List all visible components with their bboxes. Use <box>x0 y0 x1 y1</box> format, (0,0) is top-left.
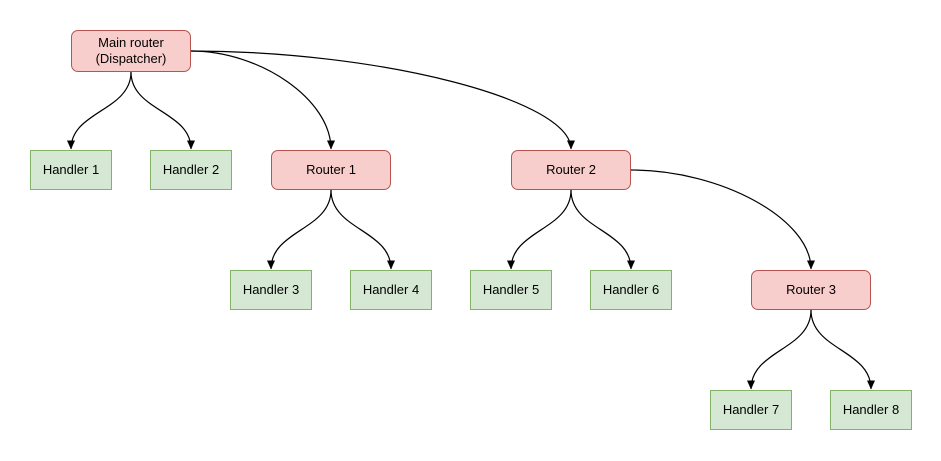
node-handler-8: Handler 8 <box>830 390 912 430</box>
edge-router-3-to-handler-7 <box>747 309 812 390</box>
node-handler-2-label: Handler 2 <box>162 161 220 177</box>
edge-router-2-to-handler-6 <box>570 189 635 270</box>
edge-router-2-to-handler-5 <box>507 189 572 270</box>
node-handler-4: Handler 4 <box>350 270 432 310</box>
edge-router-1-to-handler-4 <box>330 189 395 270</box>
node-handler-6-label: Handler 6 <box>602 281 660 297</box>
edge-router-3-to-handler-8 <box>810 309 875 390</box>
node-handler-1: Handler 1 <box>30 150 112 190</box>
node-router-1-label: Router 1 <box>306 161 356 177</box>
node-handler-3-label: Handler 3 <box>242 281 300 297</box>
node-handler-4-label: Handler 4 <box>362 281 420 297</box>
edge-main-router-to-router-1 <box>190 50 335 150</box>
node-handler-5-label: Handler 5 <box>482 281 540 297</box>
edge-router-1-to-handler-3 <box>267 189 332 270</box>
node-handler-3: Handler 3 <box>230 270 312 310</box>
node-handler-7-label: Handler 7 <box>722 401 780 417</box>
node-handler-6: Handler 6 <box>590 270 672 310</box>
node-router-2: Router 2 <box>511 150 631 190</box>
edge-router-2-to-router-3 <box>630 169 815 270</box>
edge-main-router-to-router-2 <box>190 50 575 150</box>
node-main-router-label: Main router (Dispatcher) <box>95 34 167 66</box>
node-router-1: Router 1 <box>271 150 391 190</box>
node-router-3-label: Router 3 <box>786 281 836 297</box>
edge-main-router-to-handler-2 <box>130 71 195 150</box>
node-handler-1-label: Handler 1 <box>42 161 100 177</box>
node-handler-2: Handler 2 <box>150 150 232 190</box>
node-router-3: Router 3 <box>751 270 871 310</box>
node-handler-7: Handler 7 <box>710 390 792 430</box>
edge-main-router-to-handler-1 <box>67 71 132 150</box>
node-handler-8-label: Handler 8 <box>842 401 900 417</box>
node-main-router: Main router (Dispatcher) <box>71 30 191 72</box>
node-handler-5: Handler 5 <box>470 270 552 310</box>
node-router-2-label: Router 2 <box>546 161 596 177</box>
